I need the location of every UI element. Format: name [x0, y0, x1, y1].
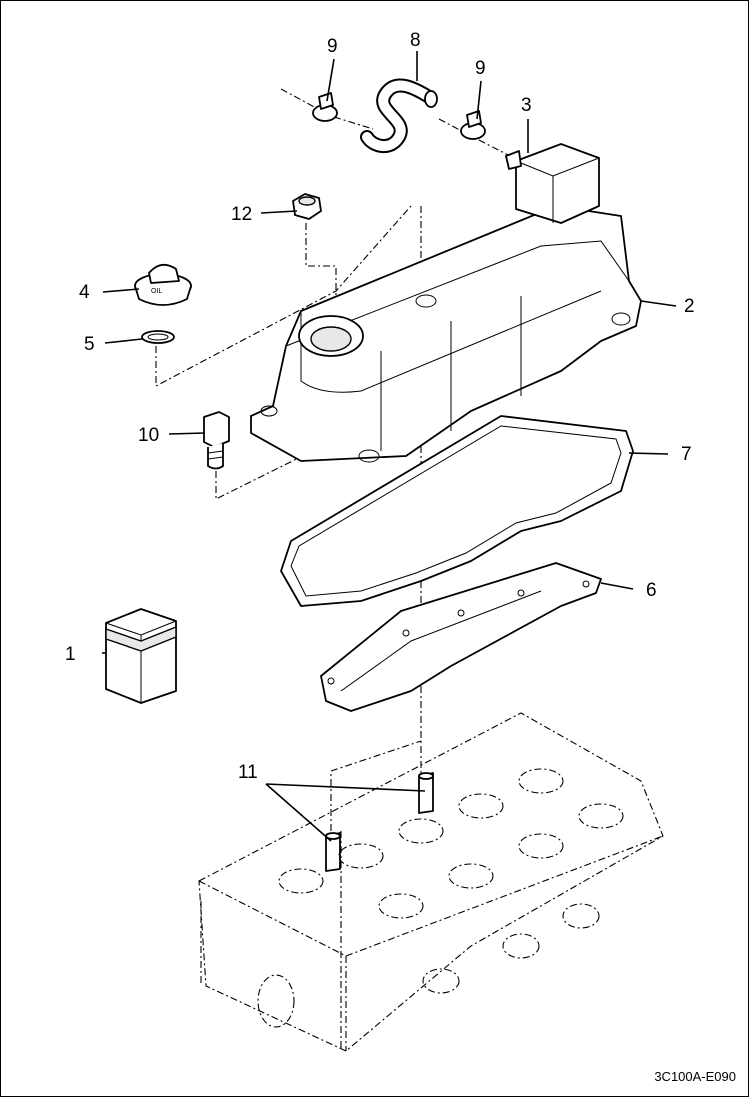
callout-12: 12: [231, 204, 253, 225]
mounting-bolt: [203, 411, 230, 470]
cap-nut: [292, 193, 322, 220]
dowel-stud-rear: [418, 772, 434, 814]
callout-10: 10: [138, 425, 160, 446]
callout-5: 5: [84, 334, 95, 355]
rocker-cover: [250, 205, 642, 463]
breather-housing: [505, 143, 600, 224]
baffle-plate: [320, 562, 602, 712]
cylinder-head-reference: [198, 712, 664, 1052]
callout-7: 7: [681, 444, 692, 465]
svg-text:OIL: OIL: [151, 288, 162, 295]
oil-filler-cap: OIL: [134, 263, 192, 306]
callout-2: 2: [684, 296, 695, 317]
callout-11: 11: [238, 762, 258, 783]
callout-1: 1: [65, 644, 76, 665]
cover-gasket: [280, 415, 634, 607]
o-ring: [141, 330, 175, 344]
hose-clamp-left: [312, 92, 338, 122]
breather-hose: [360, 78, 438, 153]
callout-9-right: 9: [475, 58, 486, 79]
hose-clamp-right: [460, 110, 486, 140]
sealant-package: [105, 608, 177, 704]
callout-3: 3: [521, 95, 532, 116]
callout-8: 8: [410, 30, 421, 51]
callout-6: 6: [646, 580, 657, 601]
leader-lines: [102, 51, 677, 842]
callout-9-left: 9: [327, 36, 338, 57]
drawing-code: 3C100A-E090: [654, 1069, 736, 1084]
callout-4: 4: [79, 282, 90, 303]
